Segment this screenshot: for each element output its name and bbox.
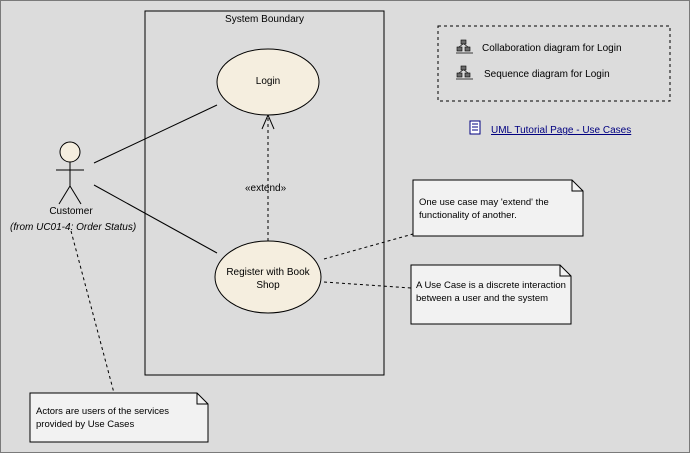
sequence-diagram-icon[interactable]	[456, 65, 473, 80]
use-case-login-label: Login	[255, 76, 281, 87]
note-use-case[interactable]	[410, 264, 572, 325]
note-connector-actors	[70, 230, 115, 394]
system-boundary-label: System Boundary	[225, 14, 304, 25]
note-use-case-text: A Use Case is a discrete interaction bet…	[416, 280, 566, 304]
collaboration-diagram-icon[interactable]	[456, 39, 473, 54]
note-actors[interactable]	[29, 392, 209, 443]
extend-stereotype-label: «extend»	[245, 183, 287, 194]
note-extend-text: One use case may 'extend' the functional…	[419, 197, 549, 221]
actor-name: Customer	[49, 206, 93, 217]
diagram-links-panel	[437, 25, 671, 102]
association-customer-login	[93, 104, 218, 164]
sequence-diagram-link[interactable]: Sequence diagram for Login	[484, 69, 610, 80]
actor-origin: (from UC01-4: Order Status)	[10, 222, 137, 233]
uml-tutorial-link[interactable]: UML Tutorial Page - Use Cases	[491, 125, 632, 136]
note-connector-extend	[323, 233, 414, 260]
use-case-register[interactable]	[214, 240, 322, 314]
actor-customer-figure[interactable]	[56, 141, 84, 205]
document-icon[interactable]	[469, 120, 481, 135]
system-boundary	[144, 10, 385, 376]
note-connector-use-case	[323, 281, 412, 289]
use-case-register-label: Register with Book Shop	[226, 267, 310, 291]
use-case-login[interactable]	[216, 48, 320, 116]
association-customer-register	[93, 184, 218, 254]
note-extend[interactable]	[412, 179, 584, 237]
note-actors-text: Actors are users of the services provide…	[36, 406, 170, 430]
collaboration-diagram-link[interactable]: Collaboration diagram for Login	[482, 43, 622, 54]
